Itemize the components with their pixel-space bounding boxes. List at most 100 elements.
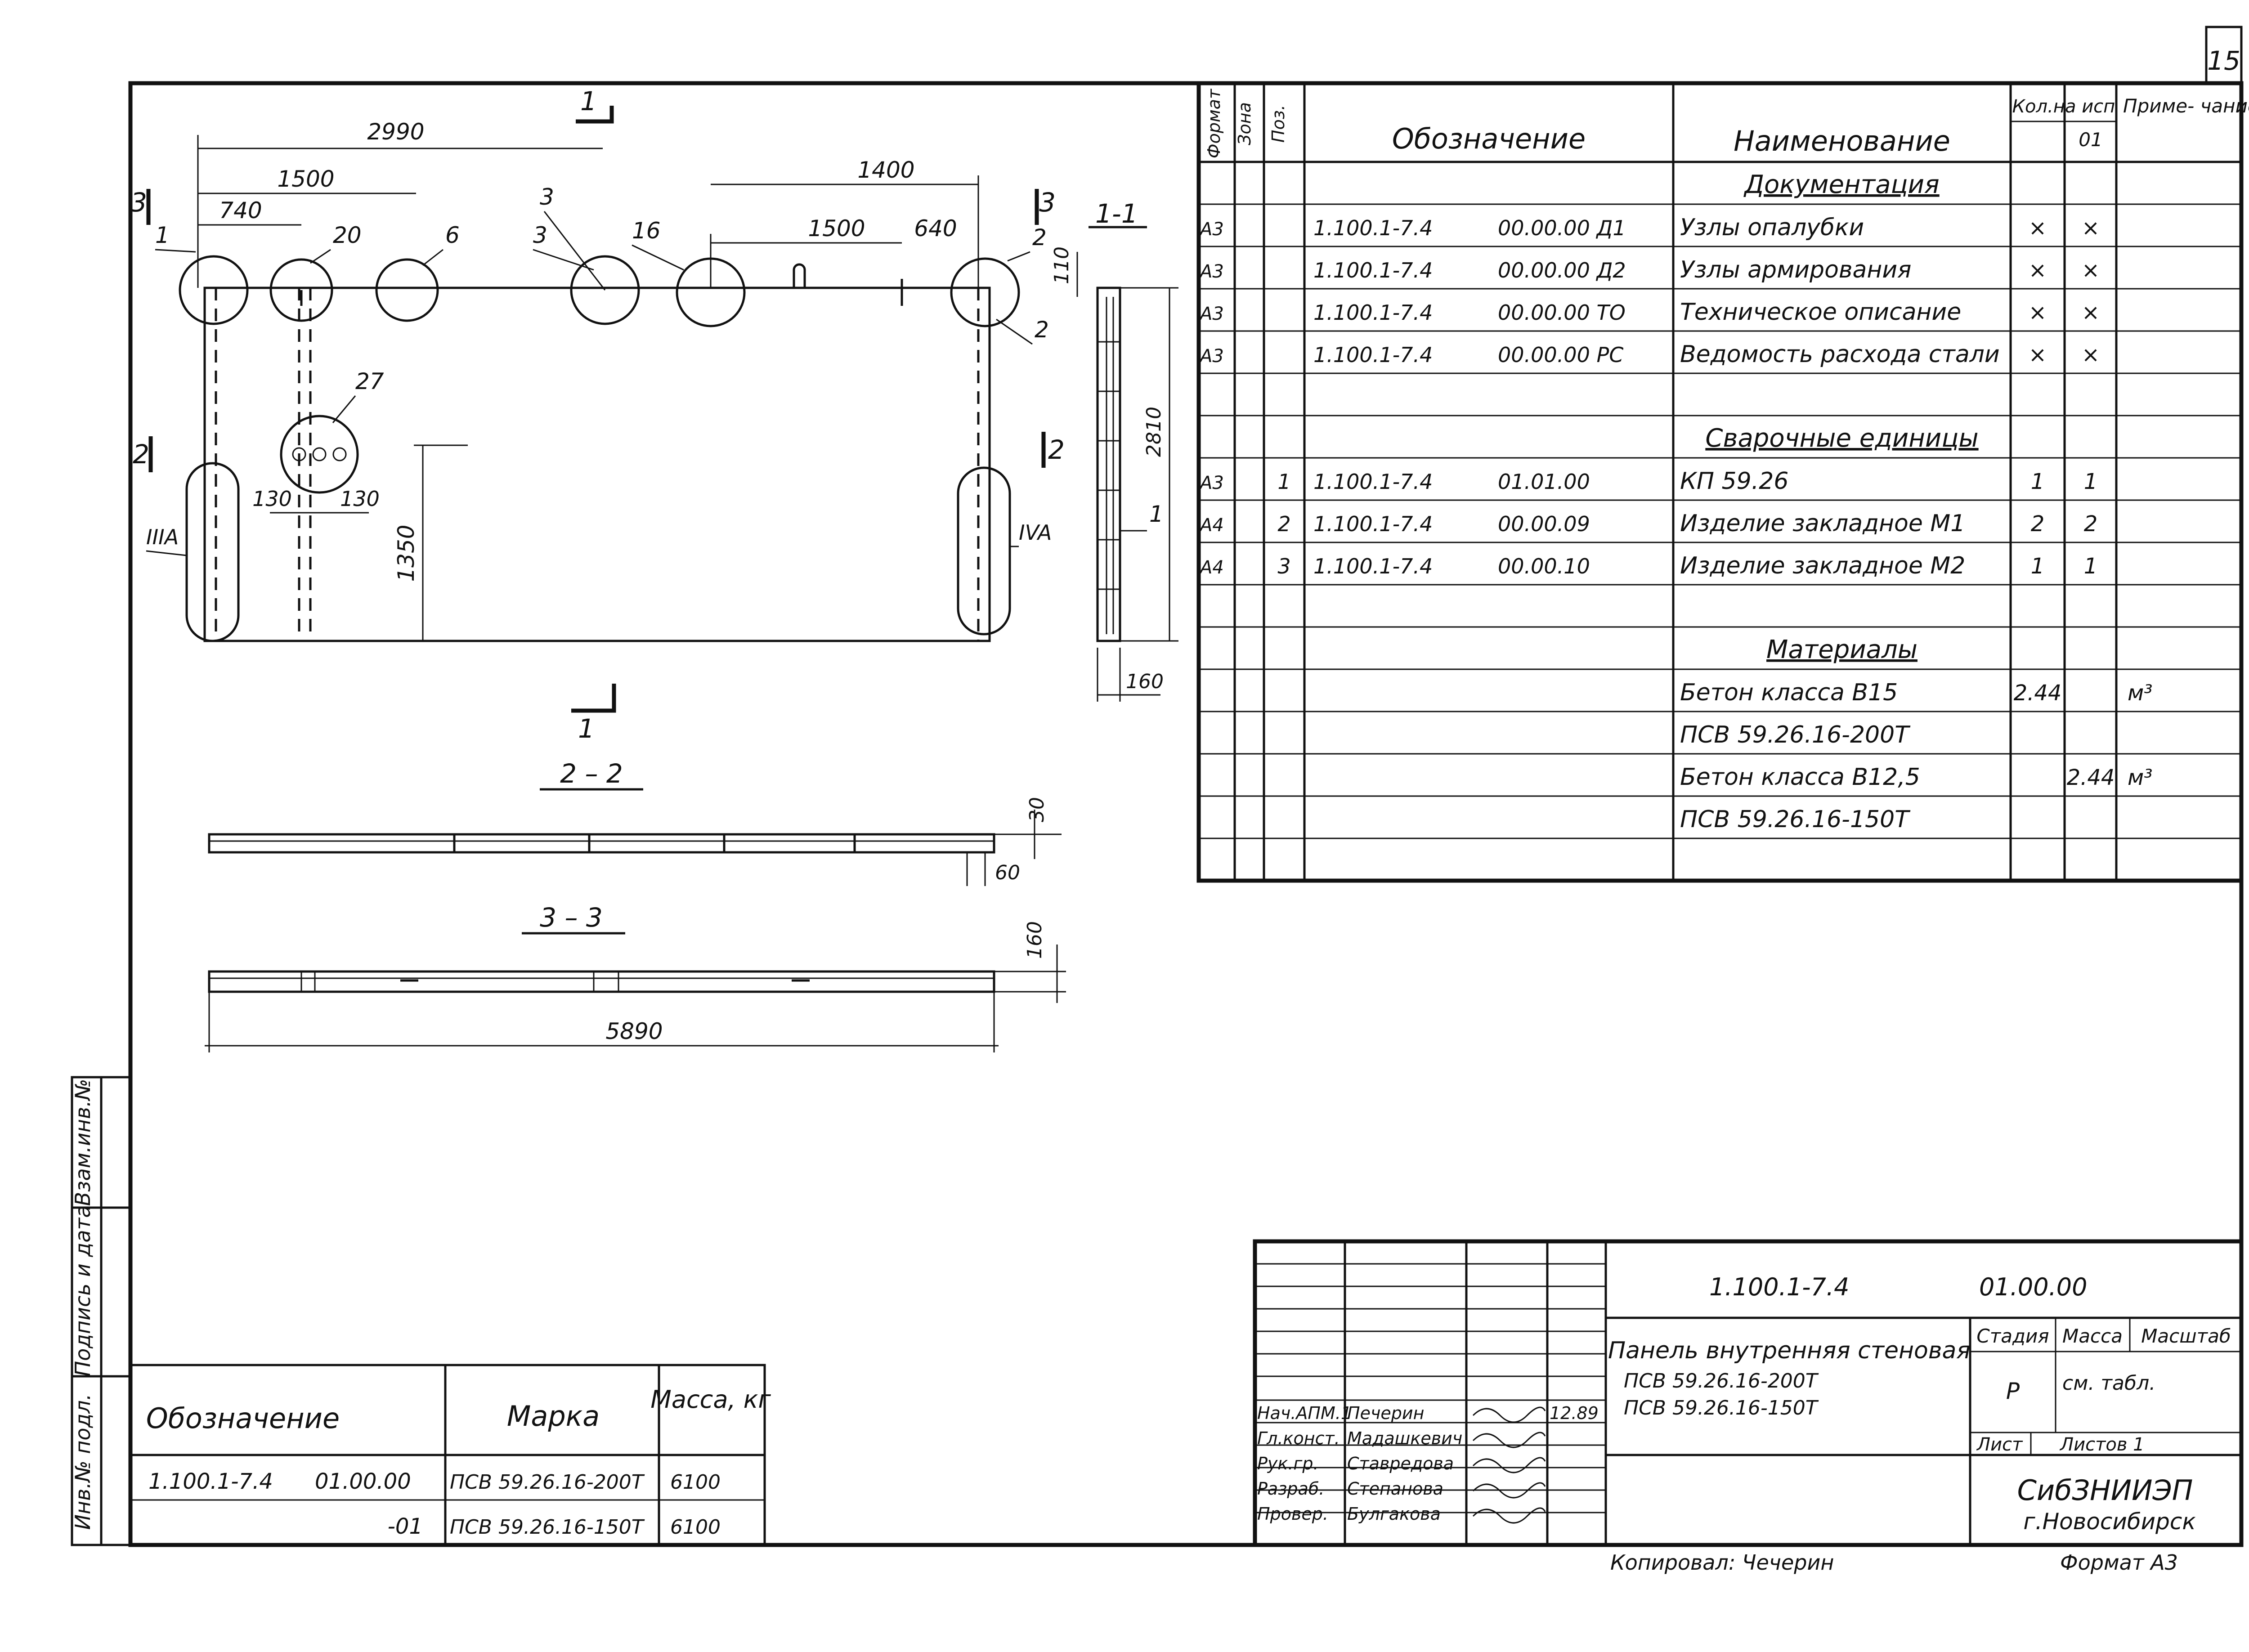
spec-sub: 01.01.00 <box>1498 470 1590 494</box>
panel-outline <box>203 287 991 642</box>
tb-doc-sub: 01.00.00 <box>1979 1273 2087 1301</box>
spec-code: 1.100.1-7.4 <box>1313 216 1433 240</box>
dim-130a: 130 <box>252 487 292 511</box>
dim-740: 740 <box>219 197 262 224</box>
marks-row1-sub: 01.00.00 <box>315 1469 411 1494</box>
callout-6: 6 <box>445 222 460 248</box>
spec-qty: 2 <box>2031 511 2045 537</box>
spec-name: Узлы опалубки <box>1680 214 1864 241</box>
spec-header-qty: Кол.на исп <box>2012 96 2115 117</box>
signature-name: Мадашкевич <box>1347 1428 1462 1448</box>
spec-format: А3 <box>1199 304 1224 324</box>
spec-code: 1.100.1-7.4 <box>1313 512 1433 536</box>
marks-row1-mass: 6100 <box>670 1471 721 1494</box>
section-title-3-3: 3 – 3 <box>540 902 603 933</box>
dim-160a: 160 <box>1126 670 1164 693</box>
dim-640: 640 <box>914 215 957 242</box>
spec-section-header: Материалы <box>1766 635 1917 664</box>
loop-circle-3 <box>570 255 640 325</box>
callout-2a: 2 <box>1032 224 1047 251</box>
copied-by: Копировал: Чечерин <box>1610 1550 1834 1575</box>
tb-city: г.Новосибирск <box>2023 1509 2195 1535</box>
tb-mass: см. табл. <box>2062 1372 2155 1395</box>
spec-name: ПСВ 59.26.16-200Т <box>1680 721 1911 748</box>
node-label-IIIA: IIIA <box>146 525 179 549</box>
dim-160b: 160 <box>1023 921 1046 959</box>
spec-sub: 00.00.00 РС <box>1498 343 1623 367</box>
section-mark-3-right: 3 <box>1039 187 1056 218</box>
section-2-2: 2 – 2 30 60 <box>208 758 1062 886</box>
tb-org: СибЗНИИЭП <box>2017 1474 2193 1507</box>
callout-3a: 3 <box>540 184 554 210</box>
signature-scribble <box>1472 1457 1546 1473</box>
spec-header-designation: Обозначение <box>1392 122 1586 155</box>
spec-pos: 1 <box>1277 470 1290 494</box>
dim-1350: 1350 <box>393 524 419 582</box>
loop-circle-6 <box>375 258 439 322</box>
spec-code: 1.100.1-7.4 <box>1313 258 1433 282</box>
spec-qty-01: × <box>2082 258 2100 283</box>
spec-section-header: Сварочные единицы <box>1705 424 1978 453</box>
section-mark-2-right: 2 <box>1048 434 1065 465</box>
spec-qty: 1 <box>2031 469 2045 494</box>
node-label-IVA: IVA <box>1019 520 1052 545</box>
tb-sheet-header: Лист <box>1976 1434 2023 1455</box>
stamp-inv-orig: Инв.№ подл. <box>71 1394 95 1530</box>
signature-role: Рук.гр. <box>1257 1454 1319 1473</box>
section-title-1-1: 1-1 <box>1095 198 1138 229</box>
tb-title-line2: ПСВ 59.26.16-200Т <box>1624 1370 1819 1392</box>
spec-header-qty_01: 01 <box>2079 129 2102 151</box>
spec-name: КП 59.26 <box>1680 468 1788 495</box>
section-1-1: 1-1 110 2810 160 1 <box>1050 198 1178 702</box>
spec-code: 1.100.1-7.4 <box>1313 343 1433 367</box>
spec-code: 1.100.1-7.4 <box>1313 554 1433 578</box>
spec-sub: 00.00.00 Д1 <box>1498 216 1626 240</box>
signature-name: Булгакова <box>1347 1504 1441 1524</box>
callout-27: 27 <box>355 368 384 394</box>
embed-circle-27 <box>280 415 359 494</box>
signature-scribble <box>1472 1482 1546 1499</box>
spec-name: Техническое описание <box>1680 299 1961 326</box>
spec-format: А3 <box>1199 261 1224 282</box>
sheet-number: 15 <box>2207 45 2240 76</box>
signature-role: Провер. <box>1257 1504 1328 1524</box>
marks-header-mass: Масса, кг <box>650 1385 771 1414</box>
spec-sub: 00.00.09 <box>1498 512 1590 536</box>
marks-row2-mark: ПСВ 59.26.16-150Т <box>450 1516 645 1539</box>
spec-format: А3 <box>1199 219 1224 240</box>
signature-date: 12.89 <box>1550 1403 1599 1423</box>
spec-header-note: Приме- чание <box>2123 95 2249 117</box>
signature-scribble <box>1472 1406 1546 1423</box>
dim-2810: 2810 <box>1142 407 1165 457</box>
spec-qty: × <box>2029 258 2047 283</box>
section-mark-1-top: 1 <box>580 86 597 116</box>
dim-130b: 130 <box>340 487 380 511</box>
tb-mass-header: Масса <box>2062 1325 2123 1347</box>
tb-sheets-header: Листов 1 <box>2059 1434 2145 1455</box>
marks-row2-sub: -01 <box>388 1514 423 1539</box>
spec-qty-01: 1 <box>2084 554 2098 579</box>
spec-name: Изделие закладное М2 <box>1680 552 1965 579</box>
spec-header-zone: Зона <box>1235 102 1254 145</box>
side-stamp: Инв.№ подл. Подпись и дата Взам.инв.№ <box>71 1076 132 1546</box>
node-oval-IVA <box>957 466 1011 636</box>
spec-format: А4 <box>1199 557 1224 578</box>
signature-name: Степанова <box>1347 1479 1443 1499</box>
dim-1400: 1400 <box>857 157 914 183</box>
section-mark-3-left: 3 <box>130 187 147 218</box>
callout-16: 16 <box>632 218 661 244</box>
marks-header-designation: Обозначение <box>146 1402 340 1435</box>
spec-pos: 3 <box>1277 554 1290 578</box>
format-label: Формат А3 <box>2060 1550 2178 1575</box>
callout-2b: 2 <box>1035 317 1049 343</box>
spec-header-format: Формат <box>1204 88 1224 158</box>
spec-qty-01: 1 <box>2084 469 2098 494</box>
dim-1500a: 1500 <box>277 166 334 192</box>
spec-header-pos: Поз. <box>1268 105 1288 143</box>
spec-name: ПСВ 59.26.16-150Т <box>1680 806 1911 833</box>
loop-circle-1 <box>179 255 249 325</box>
tb-title-line1: Панель внутренняя стеновая <box>1608 1337 1971 1364</box>
spec-header-name: Наименование <box>1734 125 1950 157</box>
marks-row1-mark: ПСВ 59.26.16-200Т <box>450 1471 645 1494</box>
